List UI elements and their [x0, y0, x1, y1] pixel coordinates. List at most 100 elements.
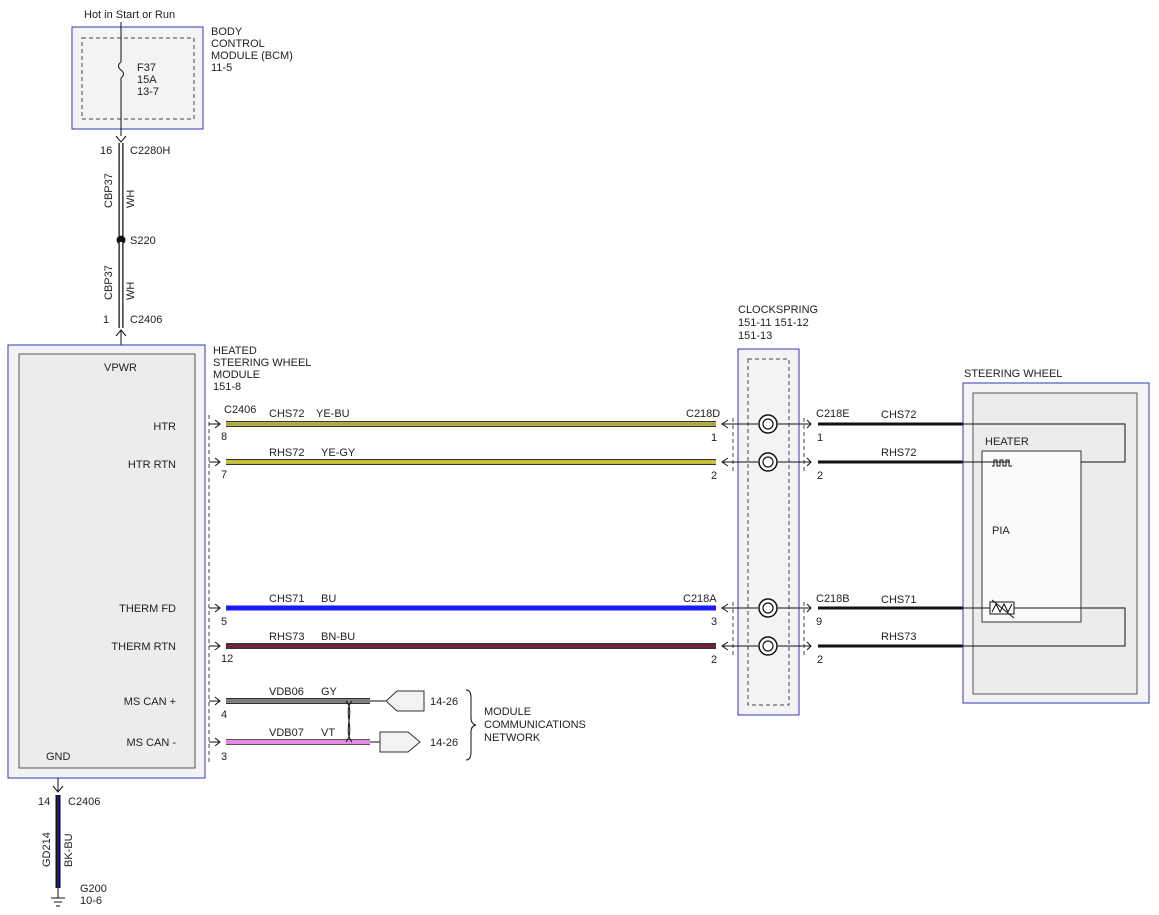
- network-line-2: COMMUNICATIONS: [484, 719, 586, 731]
- hswm-title-4: 151-8: [213, 381, 241, 393]
- coil-icon: [758, 598, 778, 618]
- hswm-title-2: STEERING WHEEL: [213, 357, 311, 369]
- c2406-gnd-pin: 14: [38, 796, 50, 808]
- therm-fd-pin-left: 5: [221, 616, 227, 628]
- hswm-title-3: MODULE: [213, 369, 260, 381]
- cbp37-lower-color: WH: [125, 282, 137, 300]
- therm-fd-color: BU: [321, 593, 336, 605]
- clockspring-row-2: [721, 452, 812, 472]
- sw-chs71-circuit: CHS71: [881, 594, 916, 606]
- pin-gnd-label: GND: [46, 751, 71, 763]
- brace-icon: [465, 689, 477, 761]
- network-line-1: MODULE: [484, 706, 531, 718]
- bcm-fuse-box: [81, 37, 195, 120]
- coil-icon: [758, 636, 778, 656]
- htr-color: YE-BU: [316, 408, 350, 420]
- page-ref-arrow-icon: [385, 690, 425, 712]
- bcm-title-4: 11-5: [211, 62, 232, 74]
- pin-arrow-icon: [806, 641, 812, 651]
- clockspring-row-4: [721, 636, 812, 656]
- pin-vpwr-label: VPWR: [104, 362, 137, 374]
- htr-pin-left: 8: [221, 431, 227, 443]
- fuse-rating: 15A: [137, 74, 157, 86]
- cbp37-upper-color: WH: [125, 190, 137, 208]
- connector-arrow-icon: [52, 785, 64, 793]
- clockspring-row-3: [721, 598, 812, 618]
- ms-can-minus-color: VT: [321, 727, 335, 739]
- sw-rhs72-pin: 2: [817, 470, 823, 482]
- page-ref-arrow-icon: [379, 731, 421, 753]
- clockspring-inner: [747, 358, 790, 706]
- cbp37-upper-circuit: CBP37: [103, 173, 115, 208]
- therm-rtn-color: BN-BU: [321, 631, 355, 643]
- ms-can-plus-pin: 4: [221, 709, 227, 721]
- hswm-title-1: HEATED: [213, 345, 257, 357]
- pin-arrow-icon: [209, 737, 221, 747]
- heater-element-icon: [992, 459, 1012, 467]
- pin-arrow-icon: [209, 641, 221, 651]
- c218d-name: C218D: [686, 408, 720, 420]
- c2406-top-pin: 1: [103, 314, 109, 326]
- c2280h-pin: 16: [100, 145, 112, 157]
- sw-chs72-pin: 1: [817, 432, 823, 444]
- clockspring-module: [737, 348, 800, 716]
- connector-arrow-icon: [115, 135, 127, 143]
- bcm-module: [71, 26, 204, 130]
- pin-ms-can-minus-label: MS CAN -: [127, 737, 177, 749]
- bcm-title-1: BODY: [211, 26, 243, 38]
- fuse-name: F37: [137, 62, 156, 74]
- htr-rtn-pin-left: 7: [221, 469, 227, 481]
- hswm-inner: [18, 353, 196, 769]
- gd214-color: BK-BU: [63, 833, 75, 867]
- therm-rtn-pin-right: 2: [711, 654, 717, 666]
- ground-icon: [51, 888, 65, 907]
- pin-arrow-icon: [209, 696, 221, 706]
- htr-rtn-pin-right: 2: [711, 470, 717, 482]
- ms-can-plus-ref: 14-26: [430, 696, 458, 708]
- pin-htr-label: HTR: [153, 421, 176, 433]
- ms-can-minus-circuit: VDB07: [269, 727, 304, 739]
- pin-therm-fd-label: THERM FD: [119, 603, 176, 615]
- ms-can-minus-ref: 14-26: [430, 737, 458, 749]
- heater-label: HEATER: [985, 436, 1029, 448]
- pin-arrow-icon: [209, 603, 221, 613]
- c2406-gnd-name: C2406: [68, 796, 100, 808]
- coil-icon: [758, 452, 778, 472]
- pin-arrow-icon: [209, 457, 221, 467]
- clockspring-title-2: 151-11 151-12: [738, 317, 809, 329]
- splice-name: S220: [130, 235, 156, 247]
- htr-rtn-circuit: RHS72: [269, 447, 304, 459]
- sw-rhs73-pin: 2: [817, 654, 823, 666]
- steering-wheel-title: STEERING WHEEL: [964, 368, 1062, 380]
- gd214-circuit: GD214: [41, 832, 53, 867]
- supply-label: Hot in Start or Run: [84, 9, 175, 21]
- pin-arrow-icon: [806, 603, 812, 613]
- c2406-left-name: C2406: [224, 404, 256, 416]
- c2406-top-name: C2406: [130, 314, 162, 326]
- ms-can-minus-pin: 3: [221, 751, 227, 763]
- bcm-title-3: MODULE (BCM): [211, 50, 293, 62]
- c218a-name: C218A: [683, 593, 717, 605]
- sw-rhs72-circuit: RHS72: [881, 447, 916, 459]
- heater-loop-wire: [963, 423, 1126, 463]
- therm-fd-pin-right: 3: [711, 616, 717, 628]
- pia-box: [981, 450, 1082, 623]
- twisted-pair-icon: [345, 700, 353, 743]
- clockspring-row-1: [721, 414, 812, 434]
- pin-arrow-icon: [209, 419, 221, 429]
- bcm-title-2: CONTROL: [211, 38, 265, 50]
- clockspring-title-3: 151-13: [738, 330, 772, 342]
- htr-pin-right: 1: [711, 432, 717, 444]
- pin-arrow-icon: [806, 419, 812, 429]
- therm-fd-circuit: CHS71: [269, 593, 304, 605]
- coil-icon: [758, 414, 778, 434]
- pin-therm-rtn-label: THERM RTN: [111, 641, 176, 653]
- ground-ref: 10-6: [80, 895, 102, 907]
- therm-loop-wire: [963, 607, 1126, 647]
- thermistor-slash: [991, 599, 1015, 619]
- htr-circuit: CHS72: [269, 408, 304, 420]
- ms-can-plus-circuit: VDB06: [269, 686, 304, 698]
- therm-rtn-circuit: RHS73: [269, 631, 304, 643]
- clockspring-title-1: CLOCKSPRING: [738, 304, 818, 316]
